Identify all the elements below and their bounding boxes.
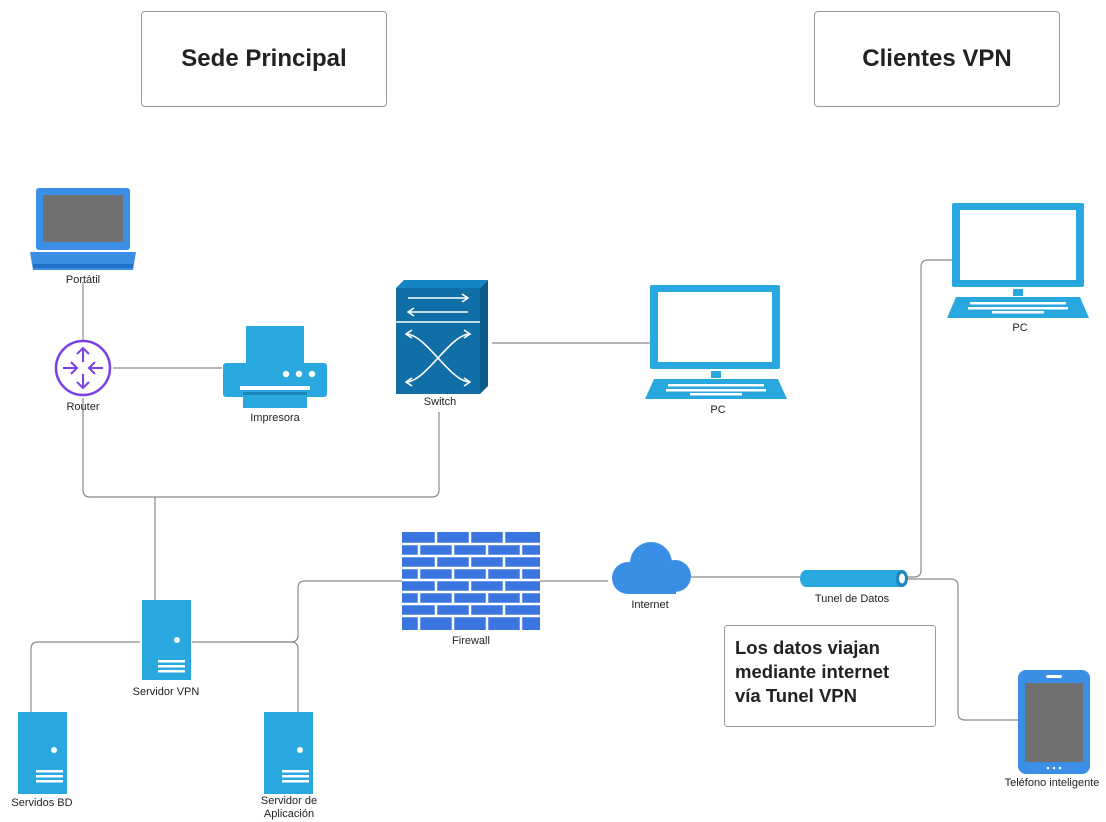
label-vpn-server: Servidor VPN	[132, 686, 200, 698]
label-printer: Impresora	[250, 412, 300, 424]
connector-tunnel-phone	[908, 578, 1018, 721]
server-icon-db[interactable]	[18, 712, 67, 794]
label-pc-client: PC	[1012, 322, 1028, 334]
label-laptop: Portátil	[65, 274, 101, 286]
section-title-headquarters: Sede Principal	[181, 45, 347, 72]
tablet-icon[interactable]	[1018, 670, 1090, 774]
server-icon-app[interactable]	[264, 712, 313, 794]
note-line-1: Los datos viajan	[735, 637, 880, 658]
label-app-server-line1: Servidor de	[260, 795, 318, 807]
firewall-icon[interactable]	[402, 532, 540, 630]
connector-router-bus	[82, 398, 440, 498]
note-line-3: vía Tunel VPN	[735, 685, 857, 706]
server-icon-vpn[interactable]	[142, 600, 191, 680]
switch-icon[interactable]	[396, 280, 488, 394]
connector-vpn-firewall	[240, 580, 402, 643]
label-tunnel: Tunel de Datos	[814, 593, 890, 605]
label-switch: Switch	[423, 396, 457, 408]
connector-tunnel-pc	[908, 259, 952, 578]
section-box-headquarters: Sede Principal	[141, 11, 387, 107]
router-icon[interactable]	[54, 339, 112, 397]
monitor-icon[interactable]	[645, 285, 787, 399]
printer-icon[interactable]	[223, 326, 327, 408]
label-firewall: Firewall	[452, 635, 490, 647]
label-smartphone: Teléfono inteligente	[1004, 777, 1100, 789]
tunnel-pipe-icon[interactable]	[800, 570, 908, 587]
label-internet: Internet	[631, 599, 669, 611]
connectors	[30, 259, 1018, 721]
section-box-vpn-clients: Clientes VPN	[814, 11, 1060, 107]
label-app-server-line2: Aplicación	[263, 808, 315, 820]
connector-vpn-app	[192, 641, 299, 712]
connector-vpn-db	[30, 641, 140, 712]
note-box: Los datos viajan mediante internet vía T…	[724, 625, 936, 727]
section-title-vpn-clients: Clientes VPN	[862, 45, 1012, 72]
label-router: Router	[66, 401, 100, 413]
note-line-2: mediante internet	[735, 661, 890, 682]
label-db-server: Servidos BD	[11, 797, 73, 809]
monitor-icon-client[interactable]	[947, 203, 1089, 318]
label-pc-office: PC	[710, 404, 726, 416]
cloud-icon[interactable]	[612, 542, 691, 594]
laptop-icon[interactable]	[30, 188, 136, 270]
